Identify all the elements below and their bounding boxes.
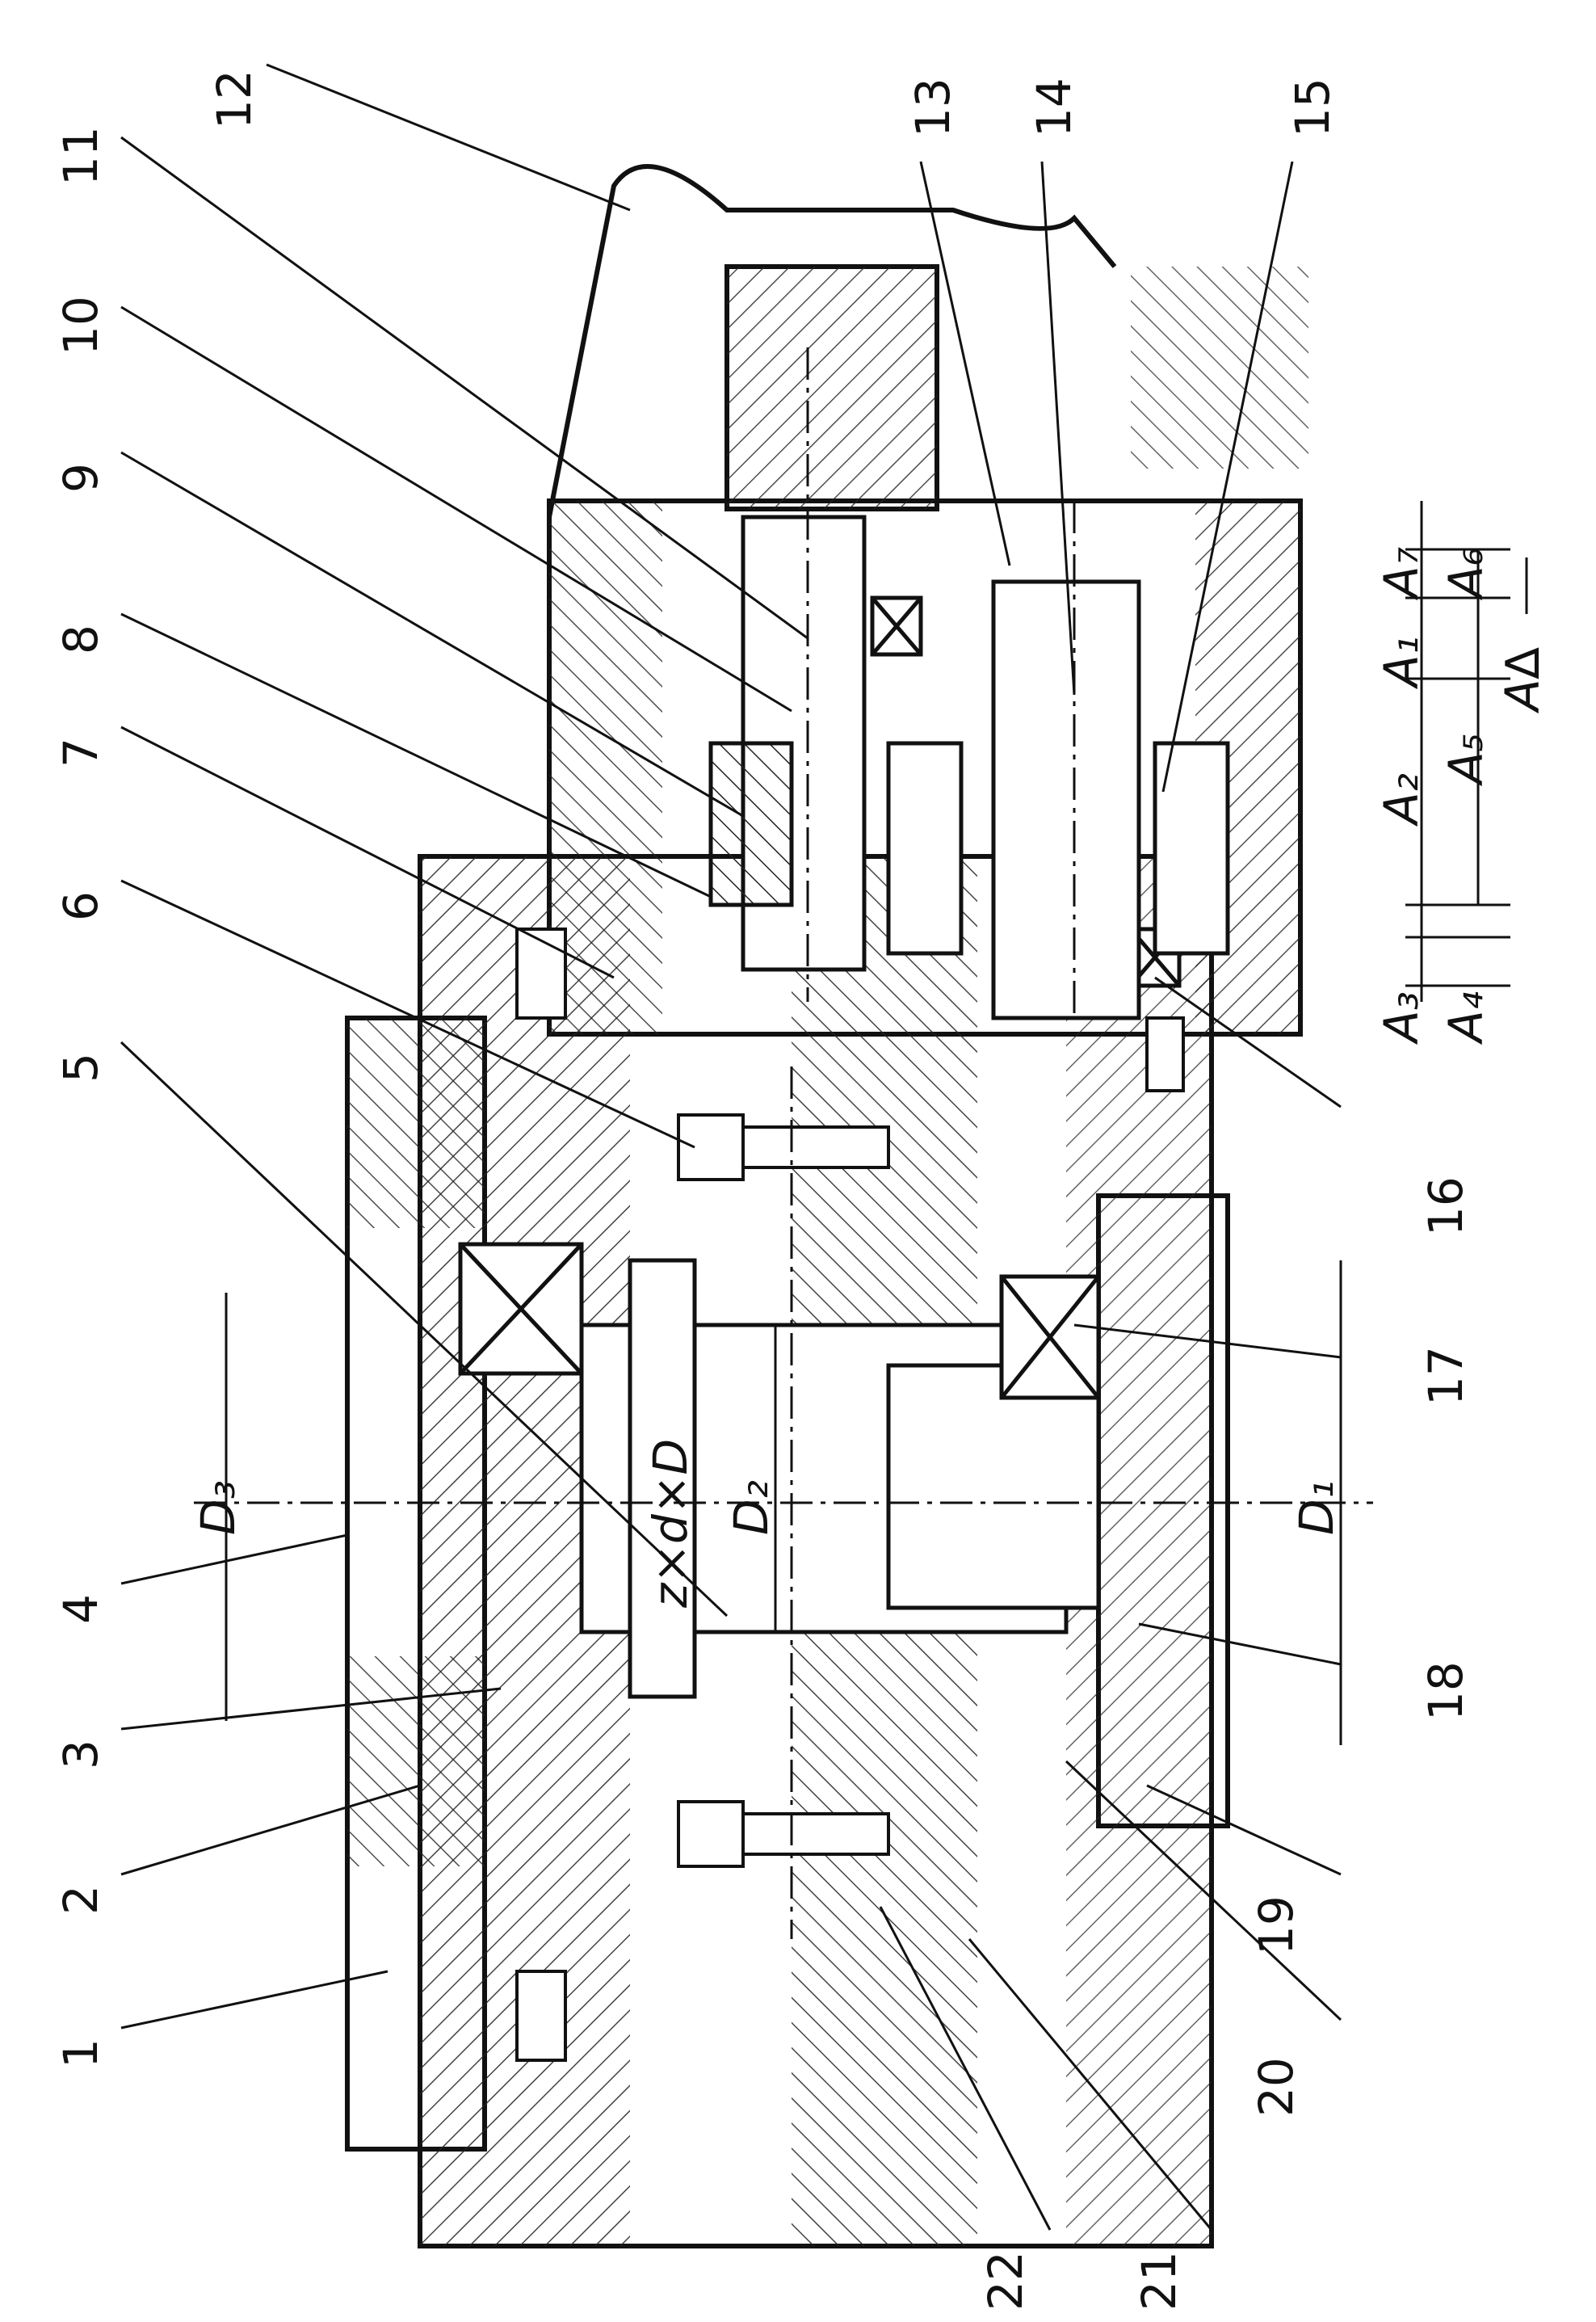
part-label-21: 21 bbox=[1132, 2251, 1186, 2311]
dim-A5: A₅ bbox=[1438, 733, 1493, 787]
part-label-6: 6 bbox=[53, 891, 108, 921]
part-label-17: 17 bbox=[1418, 1346, 1473, 1406]
part-label-4: 4 bbox=[53, 1594, 108, 1624]
part-label-12: 12 bbox=[207, 69, 262, 129]
part-label-14: 14 bbox=[1027, 78, 1082, 137]
part-label-3: 3 bbox=[53, 1739, 108, 1769]
part-label-5: 5 bbox=[53, 1053, 108, 1083]
bolts bbox=[515, 928, 1185, 2062]
part-label-7: 7 bbox=[53, 738, 108, 768]
part-label-10: 10 bbox=[53, 296, 108, 355]
part-label-11: 11 bbox=[53, 126, 108, 186]
part-label-15: 15 bbox=[1285, 78, 1340, 137]
dim-A4: A₄ bbox=[1438, 991, 1493, 1045]
dim-A7: A₇ bbox=[1374, 547, 1429, 601]
part-label-13: 13 bbox=[905, 78, 960, 137]
dim-D3: D₃ bbox=[191, 1480, 246, 1535]
part-labels: 1 2 3 4 5 6 7 8 9 10 11 12 13 14 15 16 1… bbox=[53, 69, 1473, 2311]
dim-D2: D₂ bbox=[724, 1480, 779, 1535]
dim-Adelta: A∆ bbox=[1495, 647, 1550, 714]
part-label-19: 19 bbox=[1249, 1895, 1304, 1955]
gear-shafts bbox=[708, 515, 1230, 1020]
part-label-9: 9 bbox=[53, 463, 108, 493]
dim-A1: A₁ bbox=[1374, 636, 1429, 690]
dim-A3: A₃ bbox=[1374, 991, 1429, 1045]
dim-spline: z×d×D bbox=[643, 1439, 698, 1609]
dim-A2: A₂ bbox=[1374, 773, 1429, 827]
part-label-18: 18 bbox=[1418, 1661, 1473, 1721]
leader-lines bbox=[120, 63, 1342, 2231]
part-label-8: 8 bbox=[53, 625, 108, 654]
center-lines bbox=[194, 347, 1373, 1939]
part-label-22: 22 bbox=[978, 2251, 1033, 2311]
dim-D1: D₁ bbox=[1289, 1480, 1344, 1535]
part-label-1: 1 bbox=[53, 2038, 108, 2068]
dimension-labels: D₃ D₂ D₁ z×d×D A₇ A₆ A₁ A∆ A₂ A₅ A₃ A₄ bbox=[191, 547, 1550, 1609]
part-label-2: 2 bbox=[53, 1885, 108, 1915]
part-label-20: 20 bbox=[1249, 2057, 1304, 2117]
part-label-16: 16 bbox=[1418, 1176, 1473, 1236]
dim-A6: A₆ bbox=[1438, 547, 1493, 601]
